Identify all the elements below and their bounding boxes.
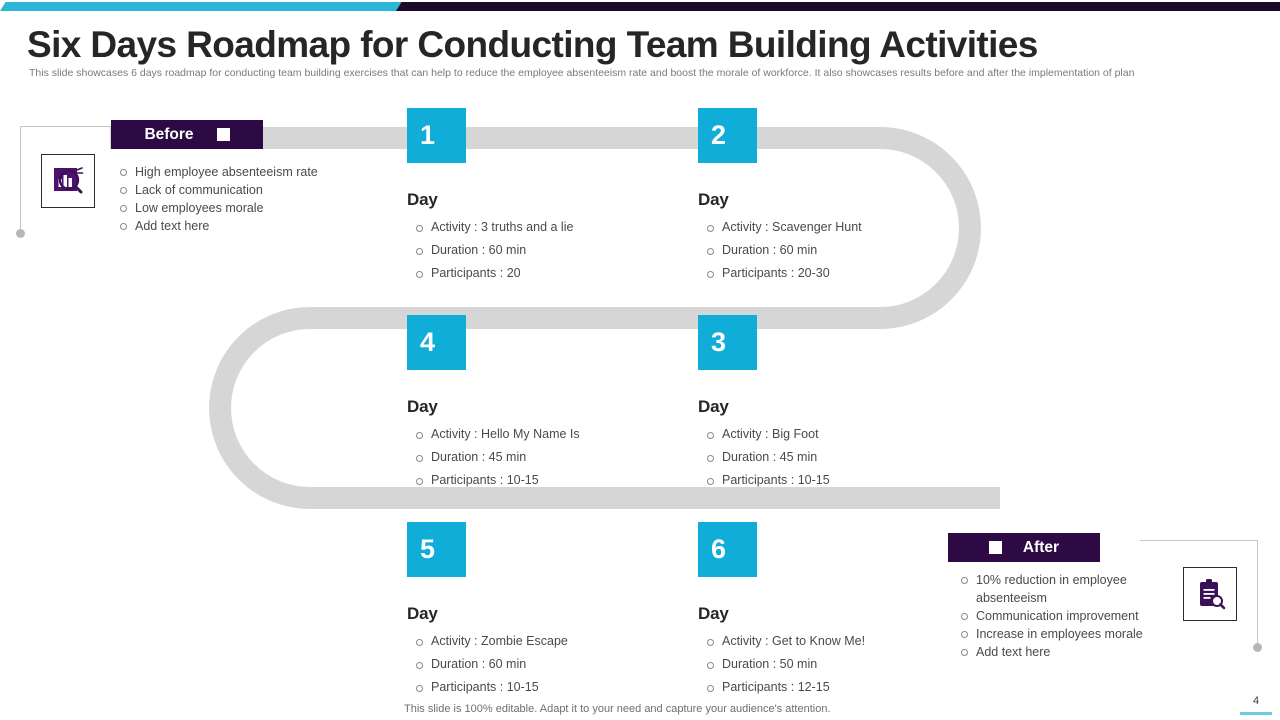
list-item: Add text here [111, 217, 381, 235]
participants-item: Participants : 10-15 [407, 676, 568, 699]
after-banner: After [948, 533, 1100, 562]
footer-note: This slide is 100% editable. Adapt it to… [404, 703, 831, 715]
duration-item: Duration : 60 min [698, 239, 862, 262]
activity-item: Activity : Hello My Name Is [407, 423, 580, 446]
page-subtitle: This slide showcases 6 days roadmap for … [29, 67, 1135, 79]
participants-item: Participants : 10-15 [698, 469, 830, 492]
list-item: Low employees morale [111, 199, 381, 217]
list-item: High employee absenteeism rate [111, 163, 381, 181]
topbar-accent-cyan [0, 2, 414, 11]
day-label: Day [407, 397, 438, 416]
before-list: High employee absenteeism rate Lack of c… [111, 163, 381, 235]
after-connector [1140, 540, 1262, 654]
day-number-badge: 2 [698, 108, 757, 163]
day-detail-list: Activity : Get to Know Me! Duration : 50… [698, 630, 865, 699]
before-banner: Before [111, 120, 263, 149]
duration-item: Duration : 50 min [698, 653, 865, 676]
activity-item: Activity : Big Foot [698, 423, 830, 446]
before-banner-label: Before [144, 125, 194, 143]
day-label: Day [698, 190, 729, 209]
list-item: Add text here [952, 643, 1182, 661]
participants-item: Participants : 10-15 [407, 469, 580, 492]
duration-item: Duration : 60 min [407, 653, 568, 676]
after-banner-label: After [1022, 538, 1060, 556]
day-label: Day [698, 604, 729, 623]
list-item: 10% reduction in employee absenteeism [952, 571, 1182, 607]
day-detail-list: Activity : Big Foot Duration : 45 min Pa… [698, 423, 830, 492]
day-number-badge: 3 [698, 315, 757, 370]
day-detail-list: Activity : Zombie Escape Duration : 60 m… [407, 630, 568, 699]
day-label: Day [407, 604, 438, 623]
list-item: Communication improvement [952, 607, 1182, 625]
day-block-5: 5 Day Activity : Zombie Escape Duration … [407, 522, 568, 699]
day-block-3: 3 Day Activity : Big Foot Duration : 45 … [698, 315, 830, 492]
participants-item: Participants : 20-30 [698, 262, 862, 285]
activity-item: Activity : Zombie Escape [407, 630, 568, 653]
duration-item: Duration : 45 min [698, 446, 830, 469]
day-block-6: 6 Day Activity : Get to Know Me! Duratio… [698, 522, 865, 699]
day-detail-list: Activity : 3 truths and a lie Duration :… [407, 216, 573, 285]
day-label: Day [698, 397, 729, 416]
day-block-2: 2 Day Activity : Scavenger Hunt Duration… [698, 108, 862, 285]
day-number-badge: 4 [407, 315, 466, 370]
topbar-accent-purple [396, 2, 1280, 11]
square-icon [216, 128, 230, 141]
day-number-badge: 1 [407, 108, 466, 163]
page-number: 4 [1252, 695, 1260, 707]
activity-item: Activity : Scavenger Hunt [698, 216, 862, 239]
day-number-badge: 5 [407, 522, 466, 577]
day-label: Day [407, 190, 438, 209]
day-detail-list: Activity : Scavenger Hunt Duration : 60 … [698, 216, 862, 285]
activity-item: Activity : Get to Know Me! [698, 630, 865, 653]
page-title: Six Days Roadmap for Conducting Team Bui… [27, 24, 1038, 65]
list-item: Lack of communication [111, 181, 381, 199]
participants-item: Participants : 12-15 [698, 676, 865, 699]
bar-chart-magnifier-icon [54, 167, 84, 194]
activity-item: Activity : 3 truths and a lie [407, 216, 573, 239]
before-icon-box [41, 154, 95, 208]
day-detail-list: Activity : Hello My Name Is Duration : 4… [407, 423, 580, 492]
day-number-badge: 6 [698, 522, 757, 577]
duration-item: Duration : 45 min [407, 446, 580, 469]
duration-item: Duration : 60 min [407, 239, 573, 262]
day-block-4: 4 Day Activity : Hello My Name Is Durati… [407, 315, 580, 492]
participants-item: Participants : 20 [407, 262, 573, 285]
square-icon [988, 541, 1002, 554]
clipboard-magnifier-icon [1200, 579, 1226, 610]
list-item: Increase in employees morale [952, 625, 1182, 643]
day-block-1: 1 Day Activity : 3 truths and a lie Dura… [407, 108, 573, 285]
after-list: 10% reduction in employee absenteeism Co… [952, 571, 1182, 661]
page-number-rule [1240, 712, 1272, 715]
before-connector [16, 126, 140, 240]
after-icon-box [1183, 567, 1237, 621]
